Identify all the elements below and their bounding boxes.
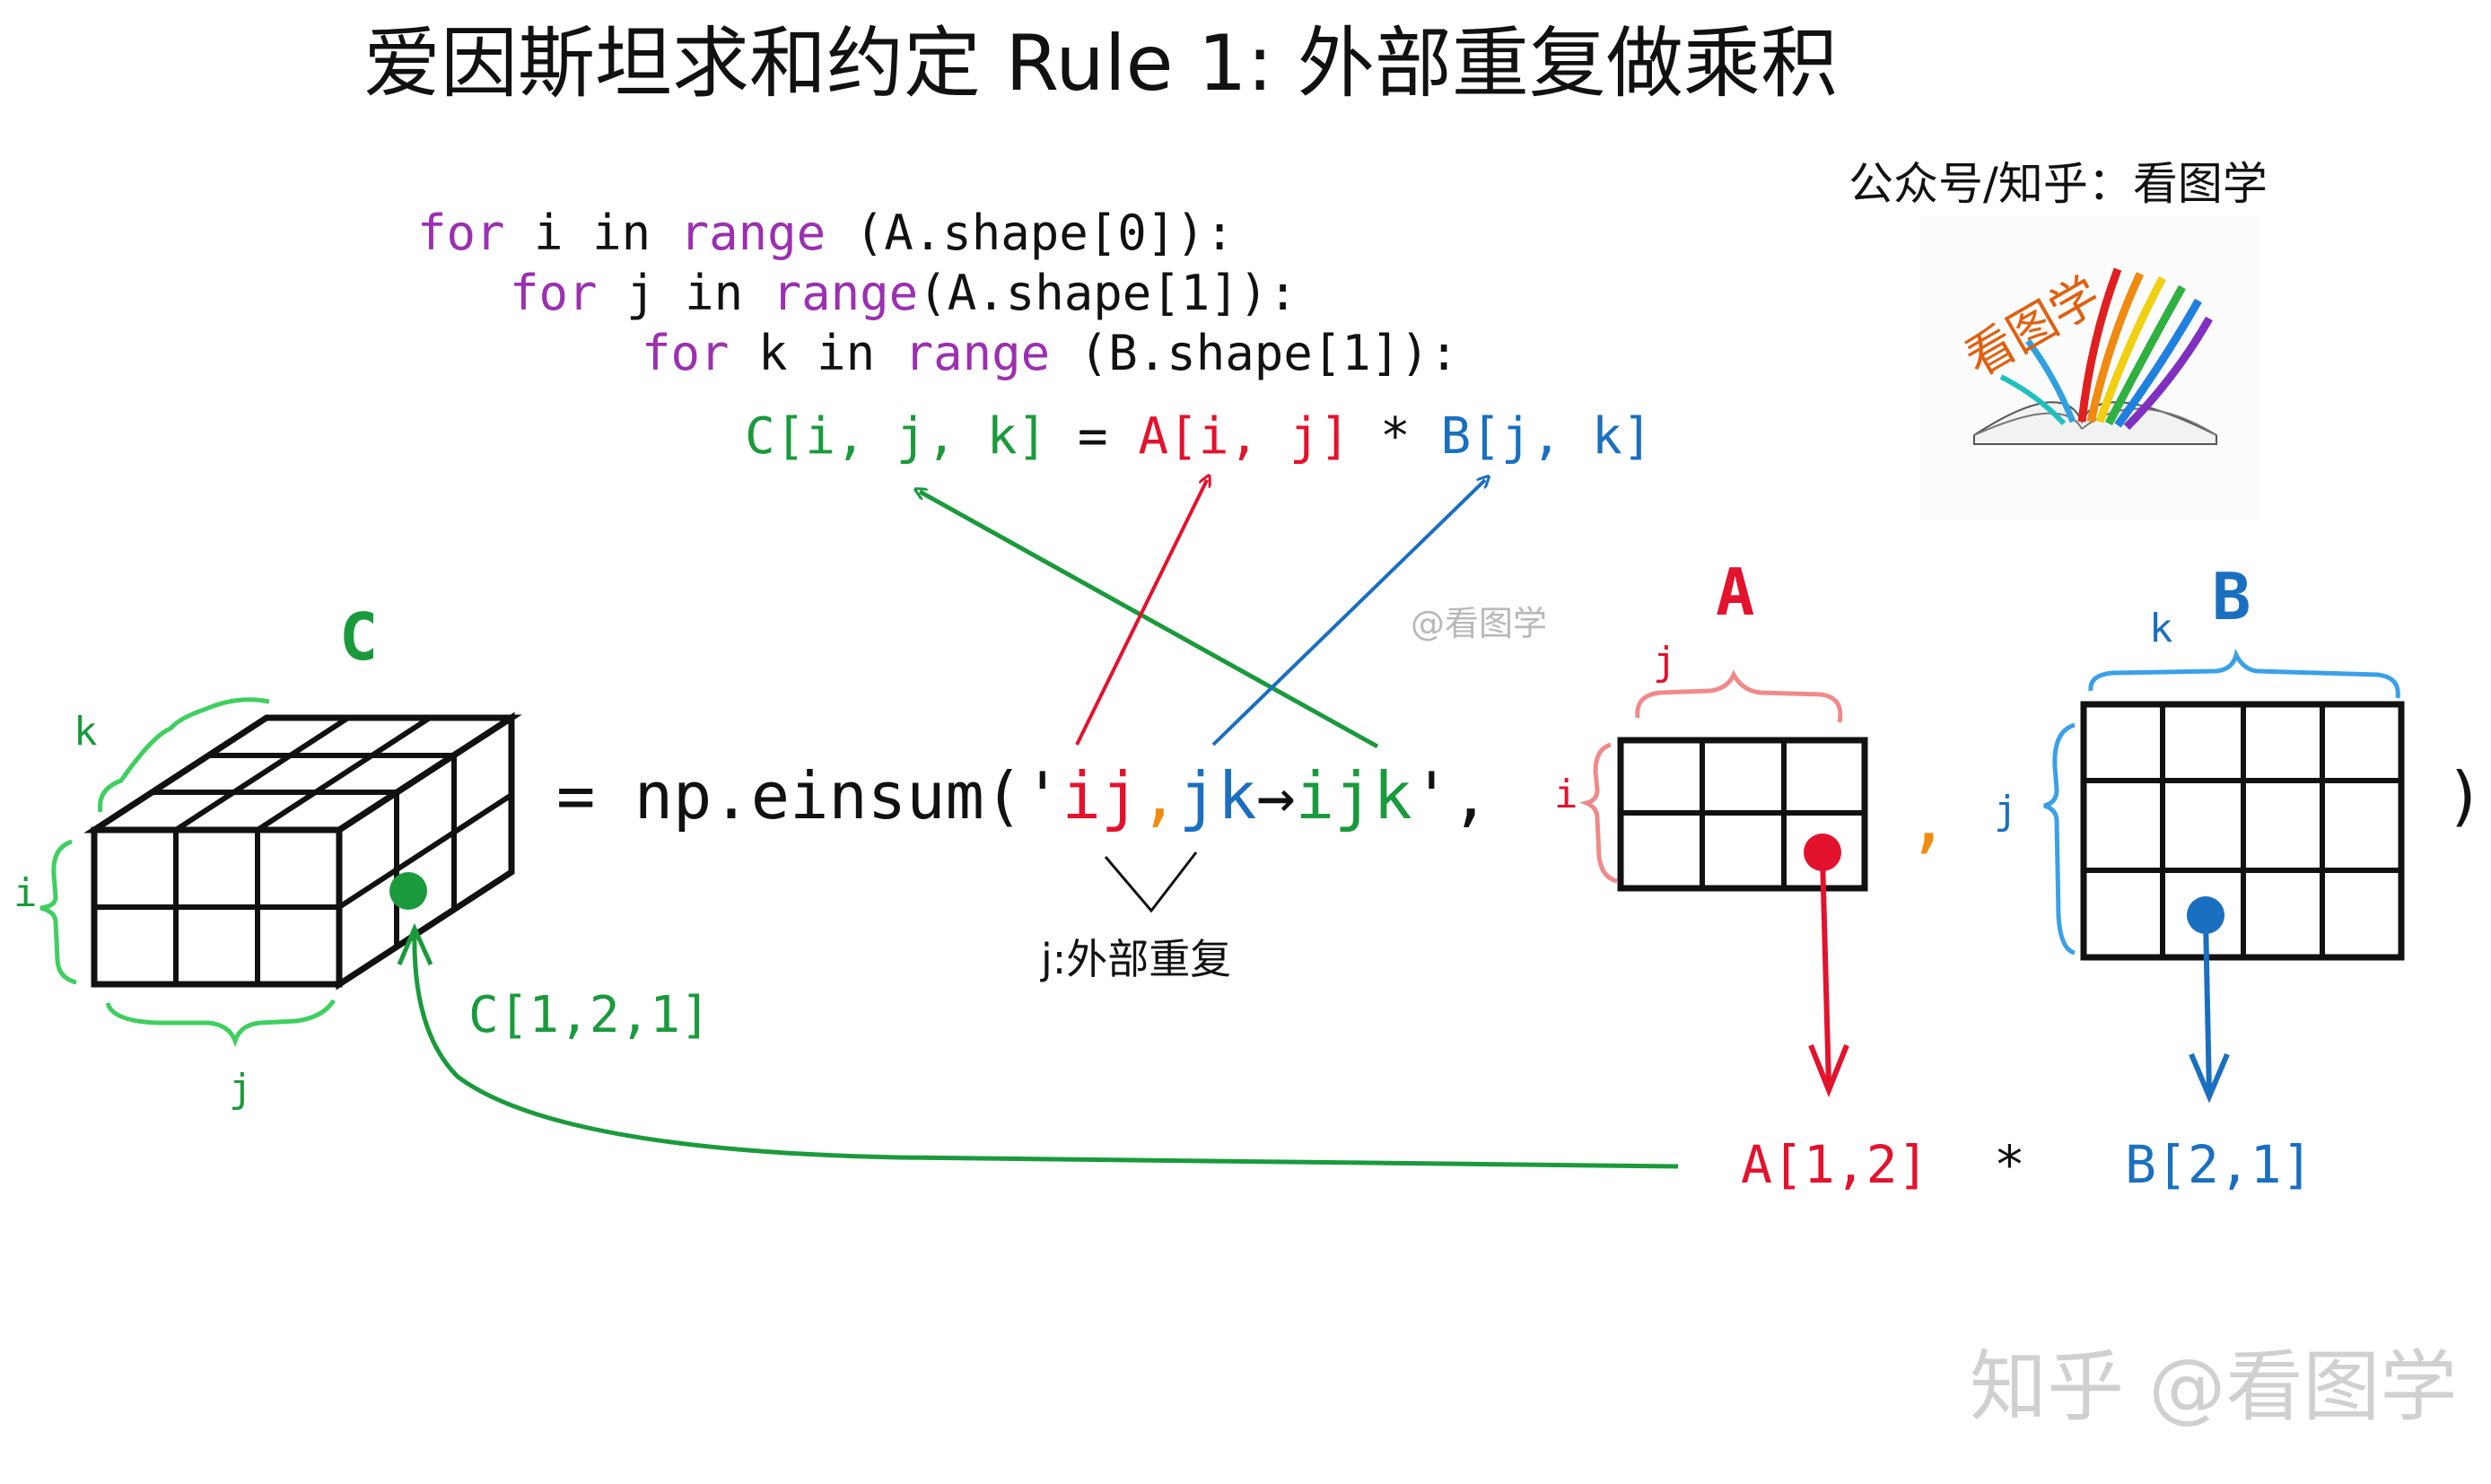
code-block: for i in range (A.shape[0]): for j in ra… xyxy=(417,205,1653,466)
einsum-close-paren: ) xyxy=(2445,758,2484,834)
A-element-dot xyxy=(1804,834,1841,871)
label-C: C xyxy=(339,599,378,675)
A-down-arrow xyxy=(1820,856,1831,1087)
label-A-i: i xyxy=(1554,772,1578,817)
label-B-element: B[2,1] xyxy=(2125,1134,2313,1195)
C-element-dot xyxy=(389,872,427,910)
code-line-4: C[i, j, k] = A[i, j] * B[j, k] xyxy=(745,407,1653,466)
tensor-C: C k i j xyxy=(13,599,522,1112)
arrow-jk-to-B xyxy=(1211,480,1485,746)
C-k-brace xyxy=(97,697,270,813)
B-k-brace xyxy=(2088,648,2400,699)
A-j-brace xyxy=(1635,669,1843,723)
label-A-element: A[1,2] xyxy=(1741,1134,1929,1195)
code-line-2: for j in range(A.shape[1]): xyxy=(510,265,1298,321)
label-C-j: j xyxy=(229,1066,253,1112)
matrix-B: B k j xyxy=(1994,559,2405,961)
annotation-text: j:外部重复 xyxy=(1040,935,1231,983)
label-times: * xyxy=(1994,1134,2025,1195)
arrow-ij-to-A xyxy=(1075,480,1207,746)
A-i-brace xyxy=(1579,742,1618,884)
label-C-i: i xyxy=(13,870,38,916)
account-label: 公众号/知乎：看图学 xyxy=(1849,158,2268,210)
B-down-arrow xyxy=(2203,919,2212,1094)
annotation-chevron xyxy=(1104,851,1198,913)
matrix-A: A j i xyxy=(1554,554,1868,892)
product-to-C-arrow xyxy=(412,932,1679,1169)
einsum-line: = np.einsum('ij,jk→ijk', xyxy=(556,758,1490,834)
einsum-expression: = np.einsum('ij,jk→ijk', , ) xyxy=(556,758,2484,860)
code-line-3: for k in range (B.shape[1]): xyxy=(642,325,1458,381)
C-i-brace xyxy=(39,839,77,985)
label-B-k: k xyxy=(2149,606,2173,651)
B-j-brace xyxy=(2043,722,2076,956)
watermark-center: @看图学 xyxy=(1411,604,1547,643)
logo-image: 看图学 xyxy=(1920,215,2261,520)
arrow-ijk-to-C xyxy=(920,492,1379,749)
label-B-j: j xyxy=(1994,788,2018,834)
code-line-1: for i in range (A.shape[0]): xyxy=(417,205,1234,261)
label-A-j: j xyxy=(1653,639,1677,685)
label-B: B xyxy=(2212,559,2251,634)
watermark-bottom: 知乎 @看图学 xyxy=(1970,1342,2457,1432)
label-C-element: C[1,2,1] xyxy=(468,986,711,1044)
label-C-k: k xyxy=(74,709,98,755)
einsum-comma-2: , xyxy=(1907,777,1950,860)
page-title: 爱因斯坦求和约定 Rule 1: 外部重复做乘积 xyxy=(363,19,1838,109)
label-A: A xyxy=(1716,554,1754,630)
B-element-dot xyxy=(2187,896,2224,934)
C-j-brace xyxy=(105,999,337,1048)
